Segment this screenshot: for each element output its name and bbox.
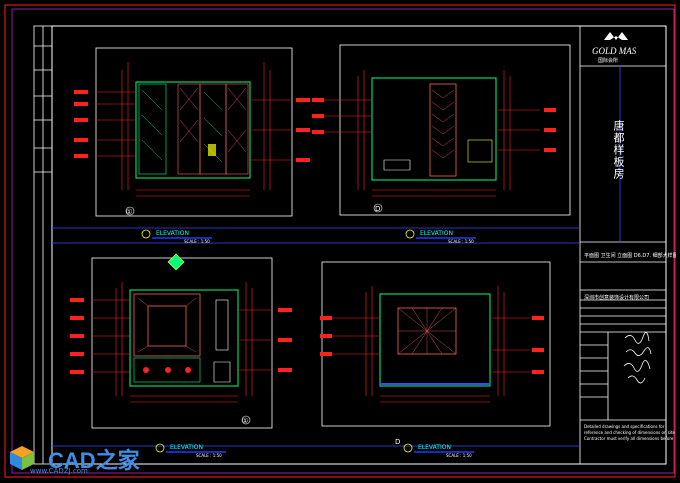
left-margin-table <box>33 25 53 465</box>
inner-frame <box>51 25 667 465</box>
elevation-view-1 <box>74 47 310 217</box>
drawing-title: 唐都样板房 <box>612 120 625 180</box>
watermark-url: www.CADZJ.com <box>30 467 88 475</box>
elevation-label-4: ELEVATION SCALE : 1:50 <box>403 443 474 458</box>
sheet-description: 平面图 卫生间 立面图 D6.D7. 细部大样图 <box>584 253 676 259</box>
elevation-title-3: ELEVATION <box>170 444 203 451</box>
note-line-2: reference and checking of dimensions on … <box>584 430 676 435</box>
logo-subtitle: 国际会所 <box>598 58 619 64</box>
view-mark-2: D <box>375 205 380 213</box>
company-name: 深圳市创意装饰设计有限公司 <box>584 295 650 301</box>
elevation-label-2: ELEVATION SCALE : 1:50 <box>405 229 476 244</box>
elevation-label-3: ELEVATION SCALE : 1:50 <box>155 443 226 458</box>
elevation-title-1: ELEVATION <box>156 230 189 237</box>
magenta-frame <box>11 8 675 474</box>
signature-marks <box>623 332 652 384</box>
elevation-scale-1: SCALE : 1:50 <box>184 239 210 244</box>
logo-icon <box>604 32 628 40</box>
logo-name: GOLD MAS <box>592 46 637 56</box>
elevation-scale-4: SCALE : 1:50 <box>446 453 472 458</box>
title-block <box>579 25 667 465</box>
watermark-brand: CAD之家 <box>48 448 140 473</box>
elevation-view-2 <box>312 44 571 216</box>
view-mark-4: D <box>395 438 400 446</box>
view-dividers <box>52 227 580 447</box>
cad-logo-icon <box>10 446 34 470</box>
view-mark-3: ① <box>242 417 248 425</box>
note-line-3: Contractor must verify all dimensions be… <box>584 436 674 441</box>
elevation-title-2: ELEVATION <box>420 230 453 237</box>
elevation-title-4: ELEVATION <box>418 444 451 451</box>
elevation-view-4 <box>320 261 551 427</box>
elevation-view-3 <box>70 253 292 429</box>
note-line-1: Detailed drawings and specifications for <box>584 424 665 429</box>
elevation-scale-3: SCALE : 1:50 <box>196 453 222 458</box>
elevation-scale-2: SCALE : 1:50 <box>448 239 474 244</box>
elevation-label-1: ELEVATION SCALE : 1:50 <box>141 229 212 244</box>
view-mark-1: ① <box>126 208 132 216</box>
outer-frame <box>4 4 676 478</box>
